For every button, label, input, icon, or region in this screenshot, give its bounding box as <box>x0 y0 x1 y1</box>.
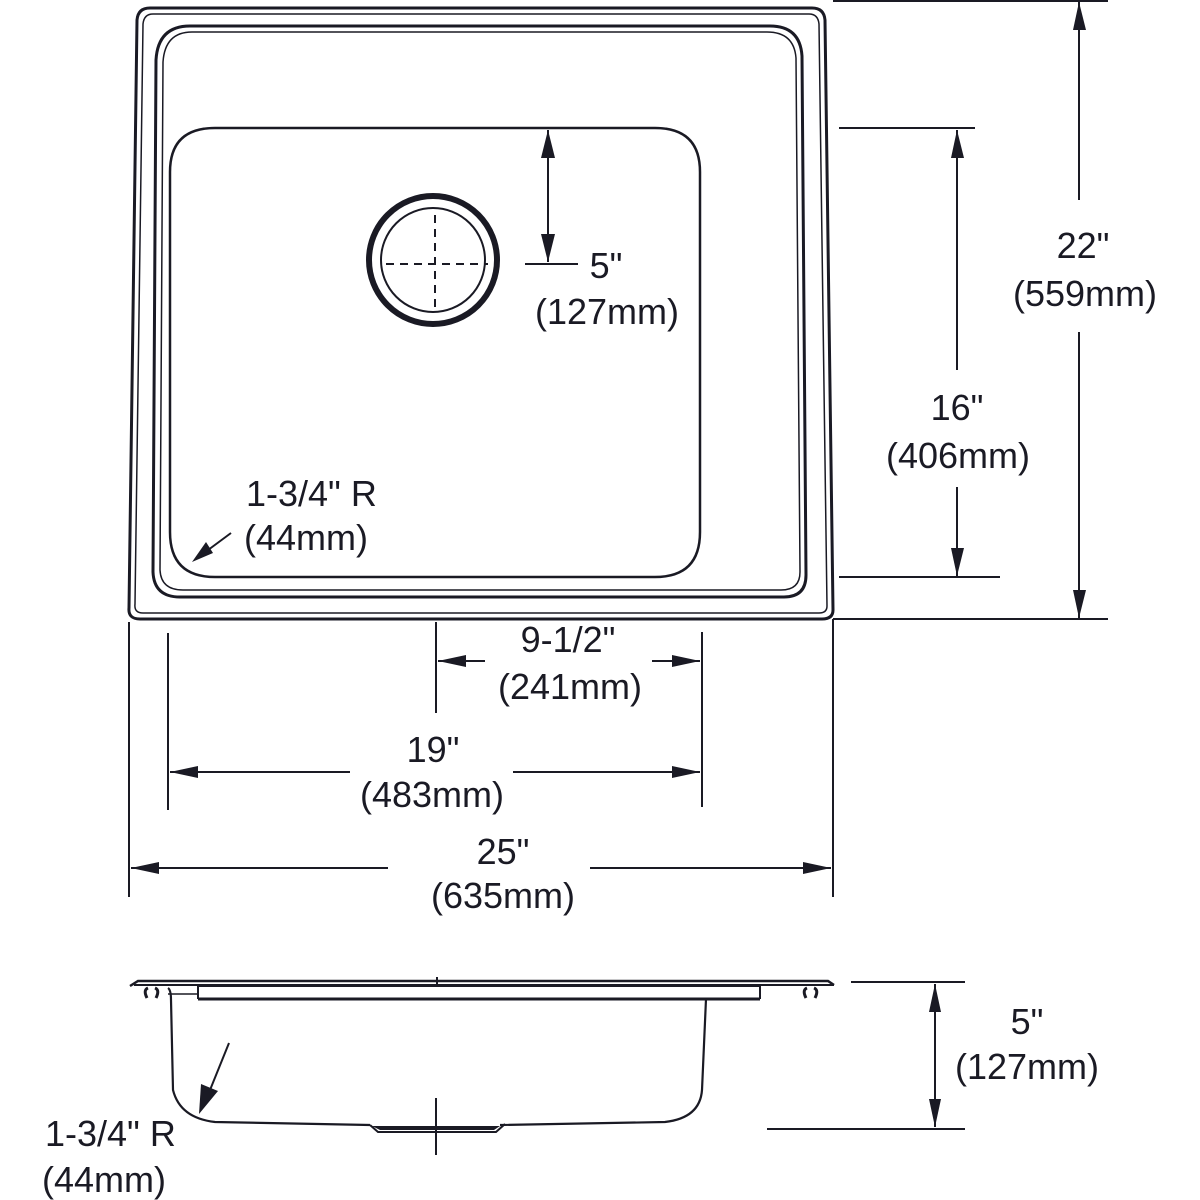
drain-section-icon <box>369 1098 506 1155</box>
corner-radius-section-mm: (44mm) <box>42 1159 166 1200</box>
section-view: 5" (127mm) 1-3/4" R (44mm) <box>42 977 1099 1200</box>
bowl-depth-mm: (406mm) <box>886 435 1030 476</box>
dim-overall-depth: 22" (559mm) <box>832 0 1157 897</box>
sink-flange-profile <box>129 979 835 1001</box>
mounting-clip-left-icon <box>143 986 160 999</box>
overall-width-inches: 25" <box>477 831 530 872</box>
corner-radius-plan-mm: (44mm) <box>244 517 368 558</box>
corner-radius-plan-inches: 1-3/4" R <box>246 473 377 514</box>
overall-width-mm: (635mm) <box>431 875 575 916</box>
dim-corner-radius-plan: 1-3/4" R (44mm) <box>192 473 377 562</box>
sink-outer-rim <box>127 6 835 621</box>
drain-centerline-inches: 9-1/2" <box>521 619 616 660</box>
sink-inner-deck <box>151 24 808 599</box>
overall-depth-inches: 22" <box>1057 225 1110 266</box>
drain-icon <box>366 193 500 327</box>
bowl-width-mm: (483mm) <box>360 774 504 815</box>
dim-drain-offset: 5" (127mm) <box>525 130 679 332</box>
overall-depth-mm: (559mm) <box>1013 273 1157 314</box>
drain-offset-mm: (127mm) <box>535 291 679 332</box>
bowl-height-inches: 5" <box>1011 1001 1044 1042</box>
dim-overall-width: 25" (635mm) <box>128 622 831 916</box>
bowl-depth-inches: 16" <box>931 387 984 428</box>
dim-bowl-height: 5" (127mm) <box>767 981 1099 1130</box>
dim-drain-centerline: 9-1/2" (241mm) <box>435 619 703 807</box>
sink-bowl-outline <box>168 126 702 579</box>
plan-view: 5" (127mm) 22" (559mm) 16" (406mm) <box>127 0 1157 916</box>
dim-corner-radius-section: 1-3/4" R (44mm) <box>42 1042 230 1200</box>
bowl-height-mm: (127mm) <box>955 1046 1099 1087</box>
bowl-width-inches: 19" <box>407 729 460 770</box>
drain-centerline-mm: (241mm) <box>498 666 642 707</box>
mounting-clip-right-icon <box>802 986 819 999</box>
sink-bowl-profile <box>167 987 708 1127</box>
dim-bowl-depth: 16" (406mm) <box>839 127 1030 578</box>
drain-offset-inches: 5" <box>590 245 623 286</box>
dim-bowl-width: 19" (483mm) <box>167 633 700 815</box>
corner-radius-section-inches: 1-3/4" R <box>45 1113 176 1154</box>
